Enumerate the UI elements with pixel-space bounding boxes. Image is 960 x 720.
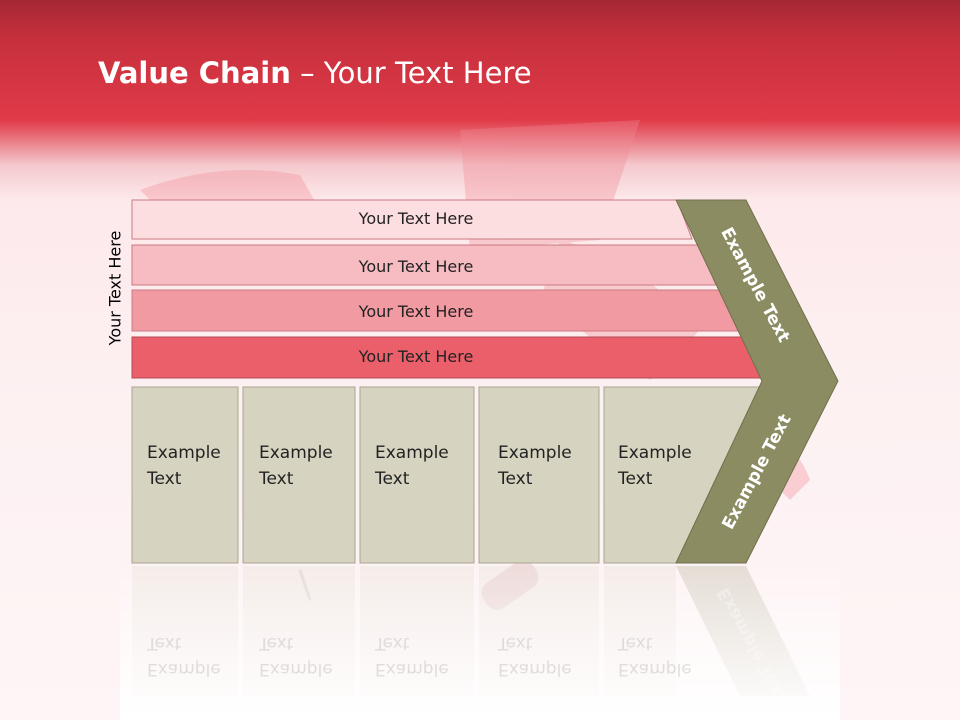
margin-chevron [675,199,839,564]
support-layer-4-label: Your Text Here [358,347,474,366]
primary-column-4-label: Example Text [498,443,572,489]
primary-column-1-label: Example Text [147,443,221,489]
primary-column-2-reflection: Example Text [259,633,333,679]
slide-title: Value Chain – Your Text Here [98,56,532,90]
title-rest: – Your Text Here [290,56,532,90]
primary-column-1-reflection: Example Text [147,633,221,679]
support-layer-1 [131,199,693,240]
primary-column-1 [131,386,239,564]
primary-column-2-label: Example Text [259,443,333,489]
primary-column-3-label: Example Text [375,443,449,489]
primary-column-4 [478,386,600,564]
support-layer-1-label: Your Text Here [358,209,474,228]
title-bold: Value Chain [98,56,291,90]
support-layer-3-label: Your Text Here [358,302,474,321]
primary-column-2 [242,386,356,564]
primary-column-3 [359,386,475,564]
primary-column-5-reflection: Example Text [618,633,692,679]
primary-column-5-label: Example Text [618,443,692,489]
reflection-fade [120,566,840,720]
primary-column-3-reflection: Example Text [375,633,449,679]
support-layer-2-label: Your Text Here [358,257,474,276]
primary-column-4-reflection: Example Text [498,633,572,679]
